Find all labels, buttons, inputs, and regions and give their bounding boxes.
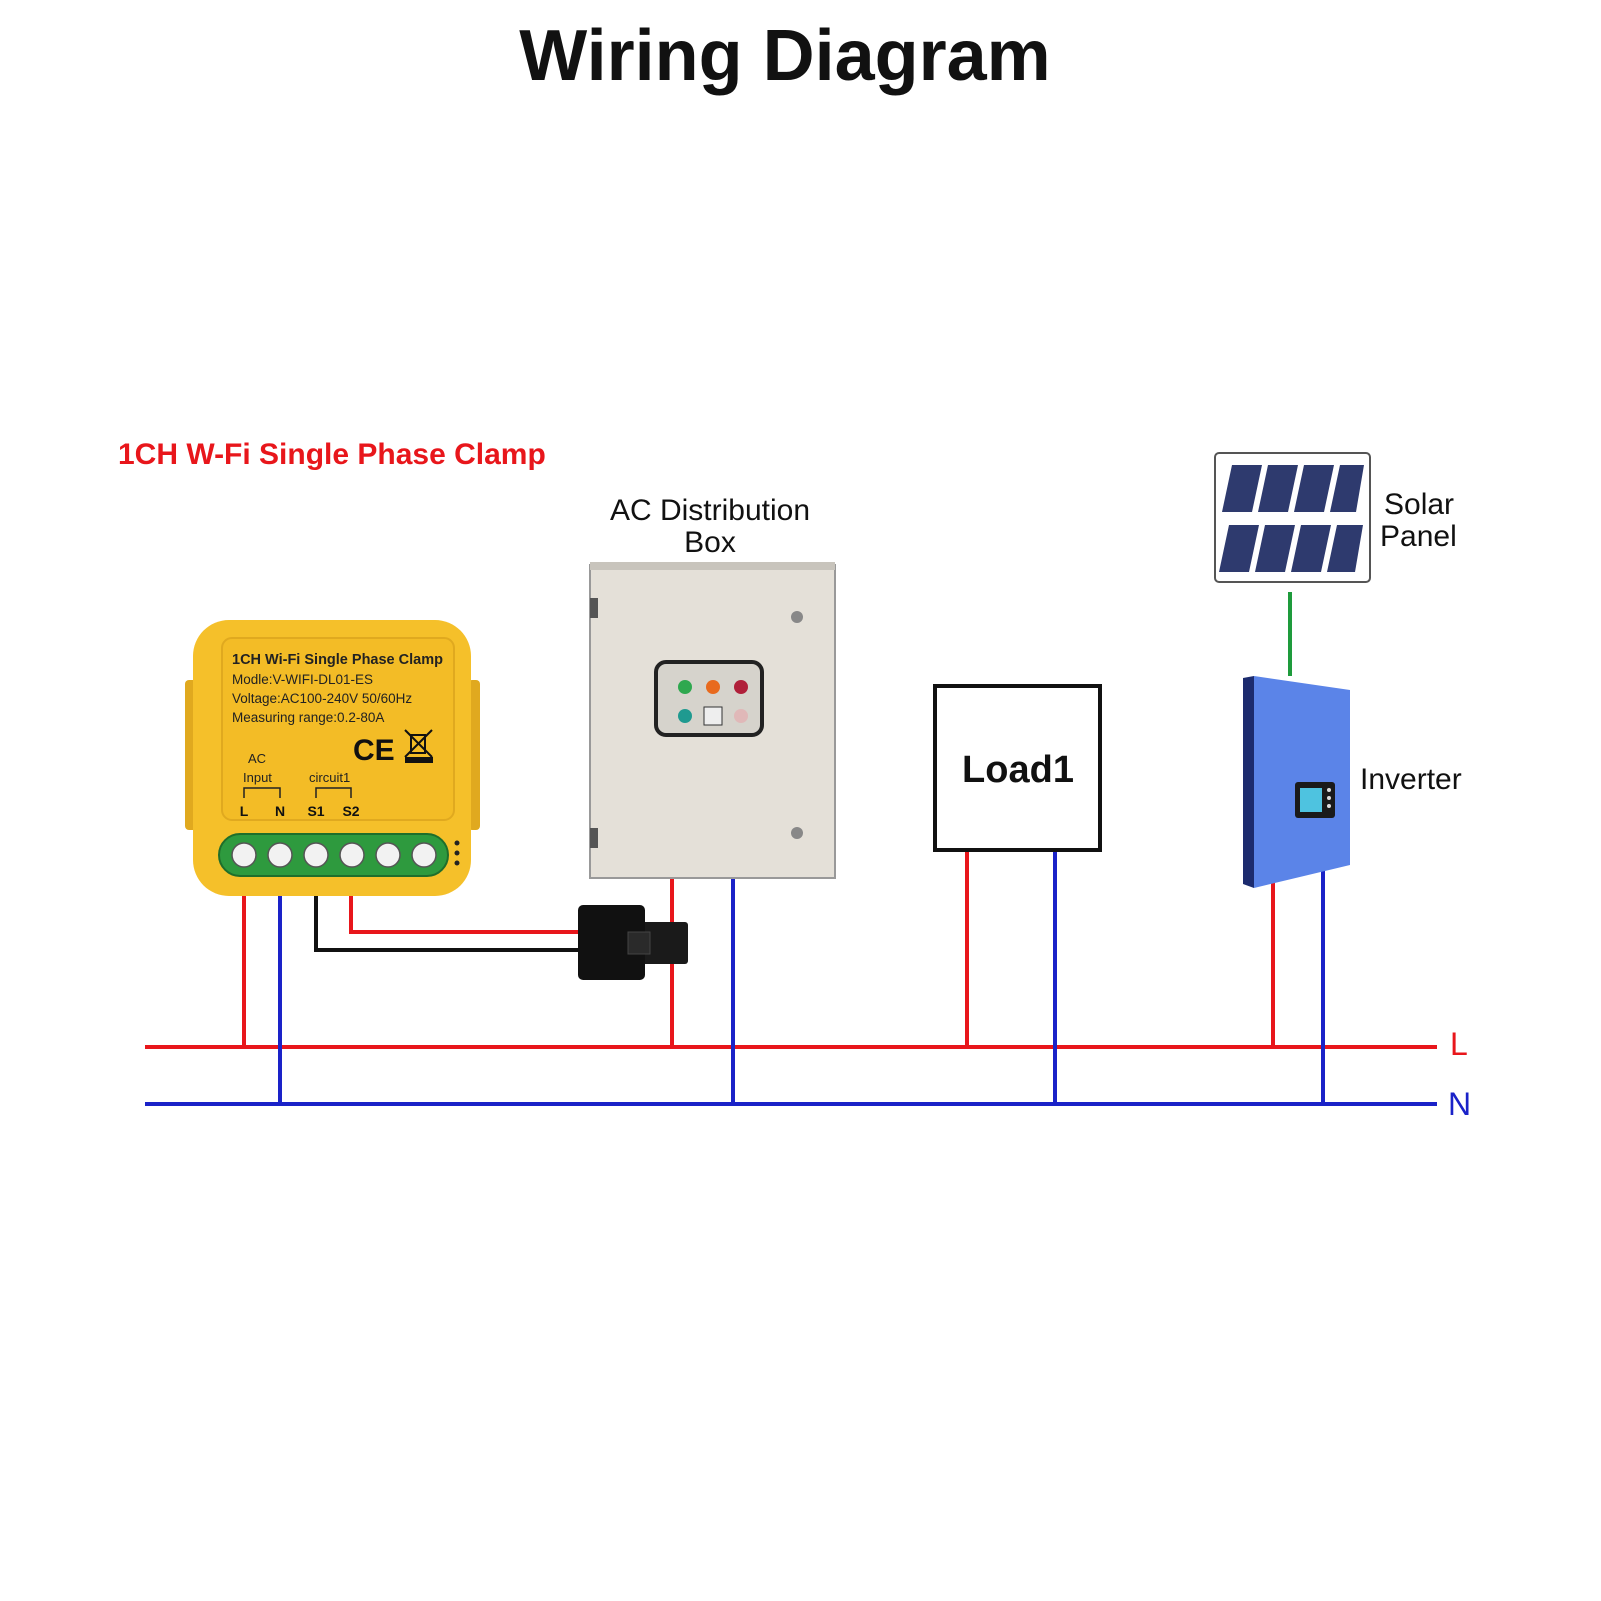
device-range: Measuring range:0.2-80A [232, 710, 384, 725]
device-voltage: Voltage:AC100-240V 50/60Hz [232, 691, 412, 706]
weee-icon [404, 729, 433, 763]
indicator-light-teal [678, 709, 692, 723]
terminal-screws [231, 842, 437, 868]
selector-switch [703, 706, 723, 726]
hinge-icon [590, 598, 598, 618]
screw-icon [411, 842, 437, 868]
screw-icon [303, 842, 329, 868]
clamp-body [578, 905, 645, 980]
live-label: L [1450, 1026, 1468, 1062]
ac-distribution-box [589, 562, 836, 879]
load-label: Load1 [962, 749, 1074, 791]
indicator-light-orange [706, 680, 720, 694]
neutral-label: N [1448, 1086, 1471, 1122]
distribution-box-label-2: Box [684, 526, 736, 559]
inverter-buttons [1327, 788, 1331, 808]
ac-input-bracket [243, 787, 281, 798]
terminal-label-s1: S1 [307, 803, 324, 819]
screw-icon [375, 842, 401, 868]
screw-icon [339, 842, 365, 868]
device-label-title: 1CH Wi-Fi Single Phase Clamp [232, 652, 443, 668]
indicator-light-pink [734, 709, 748, 723]
device-label-panel [221, 637, 455, 821]
indicator-light-red [734, 680, 748, 694]
clamp-black-wire [314, 890, 580, 952]
screw-icon [231, 842, 257, 868]
clamp-latch [627, 931, 651, 955]
device-model: Modle:V-WIFI-DL01-ES [232, 672, 373, 687]
load-box [933, 684, 1102, 852]
bolt-icon [791, 611, 803, 623]
current-clamp [578, 905, 688, 980]
inverter-icon [1243, 676, 1350, 888]
input-label: Input [243, 770, 272, 785]
ac-label: AC [248, 751, 266, 766]
terminal-label-s2: S2 [342, 803, 359, 819]
terminal-label-n: N [275, 803, 285, 819]
screw-icon [267, 842, 293, 868]
circuit-bracket [315, 787, 352, 798]
solar-label-1: Solar [1384, 488, 1454, 521]
clamp-device: 1CH Wi-Fi Single Phase Clamp Modle:V-WIF… [185, 620, 480, 896]
indicator-dots [454, 840, 460, 866]
inverter-label: Inverter [1360, 763, 1462, 796]
distribution-box-label-1: AC Distribution [610, 494, 810, 527]
ce-mark: CE [353, 734, 395, 767]
inverter-display [1300, 788, 1322, 812]
solar-cells [1219, 465, 1364, 572]
bolt-icon [791, 827, 803, 839]
page-title: Wiring Diagram [519, 16, 1050, 96]
hinge-icon [590, 828, 598, 848]
device-heading: 1CH W-Fi Single Phase Clamp [118, 438, 546, 471]
clamp-red-wire [349, 890, 580, 934]
box-top-lip [590, 562, 835, 570]
circuit-label: circuit1 [309, 770, 350, 785]
solar-label-2: Panel [1380, 520, 1457, 553]
inverter-side [1243, 676, 1254, 888]
indicator-light-green [678, 680, 692, 694]
solar-panel-icon [1214, 452, 1371, 583]
terminal-label-l: L [240, 803, 249, 819]
wires [145, 592, 1437, 1106]
